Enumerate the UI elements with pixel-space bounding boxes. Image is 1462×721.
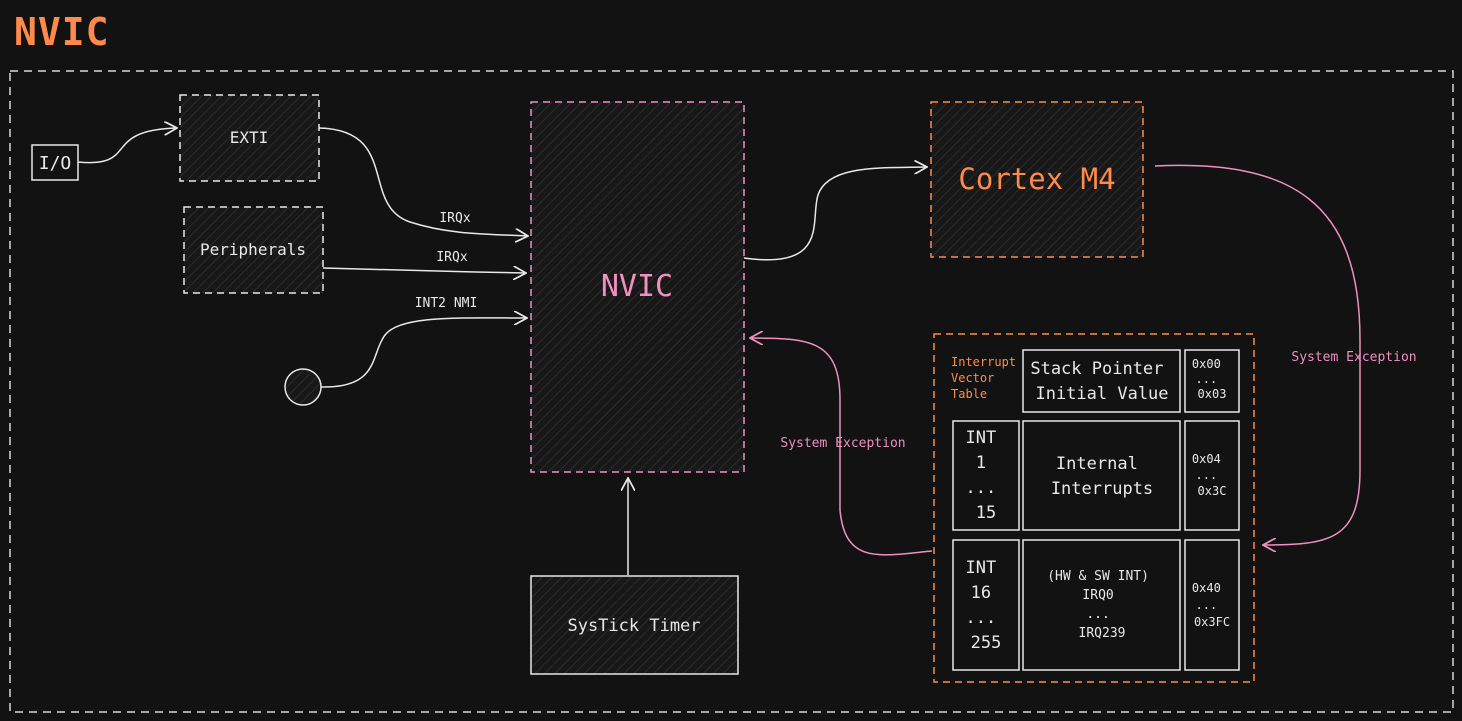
- row1-int-range: INT 1 ... 15: [966, 428, 1007, 523]
- outer-frame: [9, 70, 1454, 713]
- exti-node: EXTI: [179, 94, 320, 182]
- peripherals-node: Peripherals: [183, 206, 324, 294]
- row0-description: Stack Pointer Initial Value: [1030, 359, 1173, 404]
- nvic-label: NVIC: [601, 269, 673, 304]
- cortex-node: Cortex M4: [930, 101, 1144, 258]
- io-label: I/O: [39, 153, 72, 174]
- systick-label: SysTick Timer: [567, 616, 700, 636]
- nvic-to-cortex-arrow: [743, 167, 927, 261]
- peripherals-to-nvic-arrow: [322, 268, 526, 273]
- row1-address: 0x04 ... 0x3C: [1192, 452, 1228, 498]
- system-exception-left-label: System Exception: [780, 436, 905, 451]
- nmi-source-circle: [284, 368, 322, 406]
- vector-table-to-nvic-arrow: [750, 338, 933, 556]
- row0-address: 0x00 ... 0x03: [1192, 357, 1228, 401]
- vector-table-label: Interrupt Vector Table: [951, 355, 1023, 401]
- page-title: NVIC: [14, 10, 110, 54]
- row1-description: Internal Interrupts: [1051, 454, 1153, 499]
- io-node: I/O: [31, 144, 79, 181]
- nmi-label: INT2 NMI: [415, 296, 478, 311]
- cortex-label: Cortex M4: [958, 162, 1115, 196]
- io-to-exti-arrow: [77, 128, 177, 164]
- peripherals-irq-label: IRQx: [436, 250, 467, 265]
- exti-irq-label: IRQx: [439, 211, 470, 226]
- nmi-to-nvic-arrow: [320, 318, 527, 388]
- exti-label: EXTI: [230, 128, 269, 147]
- cortex-to-vector-table-arrow: [1154, 164, 1361, 545]
- peripherals-label: Peripherals: [200, 240, 306, 259]
- row2-address: 0x40 ... 0x3FC: [1192, 581, 1230, 629]
- exti-to-nvic-arrow: [318, 127, 528, 236]
- vector-table: Interrupt Vector Table Stack Pointer Ini…: [933, 333, 1255, 683]
- system-exception-right-label: System Exception: [1291, 350, 1416, 365]
- row2-int-range: INT 16 ... 255: [966, 558, 1007, 653]
- systick-node: SysTick Timer: [530, 575, 739, 675]
- nvic-node: NVIC: [530, 101, 745, 473]
- row2-description: (HW & SW INT) IRQ0 ... IRQ239: [1047, 569, 1157, 641]
